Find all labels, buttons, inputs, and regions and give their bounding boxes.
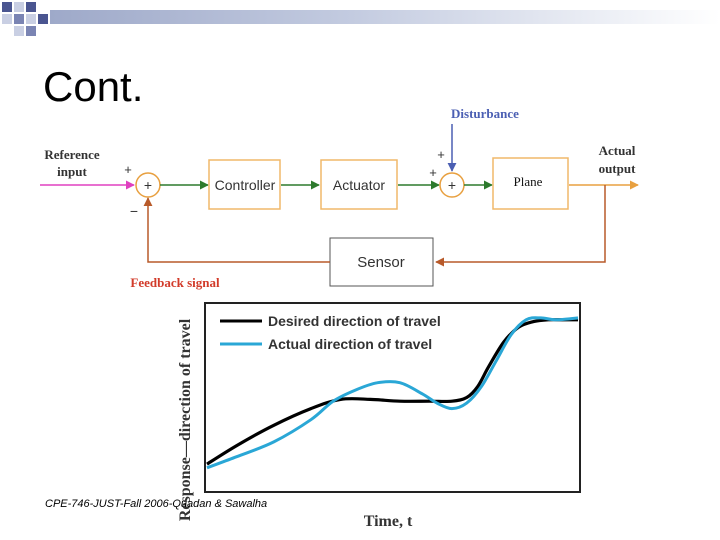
actuator-block (320, 159, 398, 210)
actual-output-label-line2: output (599, 161, 637, 176)
feedback-path (143, 197, 330, 263)
sum-junction-2-sign-top: + (437, 147, 445, 162)
header-squares (2, 2, 48, 36)
reference-input-label-line1: Reference (44, 147, 100, 162)
chart-series-layer (206, 316, 579, 470)
slide-title: Cont. (43, 63, 144, 110)
legend-label-actual: Actual direction of travel (268, 336, 432, 352)
sum-junction-2-sign-left: + (429, 165, 437, 180)
summing-junction-1: + (135, 172, 161, 198)
header-band (50, 10, 720, 24)
controller-block (208, 159, 281, 210)
sum-junction-1-sign-bottom: − (130, 203, 138, 219)
sum-junction-2-symbol: + (448, 177, 456, 193)
slide-decoration (2, 2, 720, 36)
output-to-sensor-path (435, 185, 606, 267)
legend-label-desired: Desired direction of travel (268, 313, 441, 329)
control-block-diagram: Reference input Disturbance Actual outpu… (40, 106, 639, 290)
plant-block (492, 157, 569, 210)
series-line-actual (206, 316, 579, 470)
actuator-label: Actuator (333, 177, 385, 193)
chart-x-axis-label: Time, t (364, 513, 413, 530)
sum-junction-1-sign-top: + (124, 162, 132, 177)
plant-label: Plane (514, 174, 543, 189)
sensor-block (329, 237, 434, 287)
sensor-label: Sensor (357, 254, 405, 271)
reference-input-label-line2: input (57, 164, 87, 179)
chart-y-axis-label: Response—direction of travel (177, 318, 194, 521)
chart-plot-area (204, 302, 581, 493)
controller-label: Controller (215, 177, 276, 193)
disturbance-label: Disturbance (451, 106, 519, 121)
feedback-signal-label: Feedback signal (130, 275, 220, 290)
series-line-desired (206, 318, 578, 466)
actual-output-label-line1: Actual (599, 143, 636, 158)
sum-junction-1-symbol: + (144, 177, 152, 193)
slide-footer: CPE-746-JUST-Fall 2006-Quadan & Sawalha (45, 498, 268, 510)
chart-legend: Desired direction of travel Actual direc… (220, 313, 441, 352)
